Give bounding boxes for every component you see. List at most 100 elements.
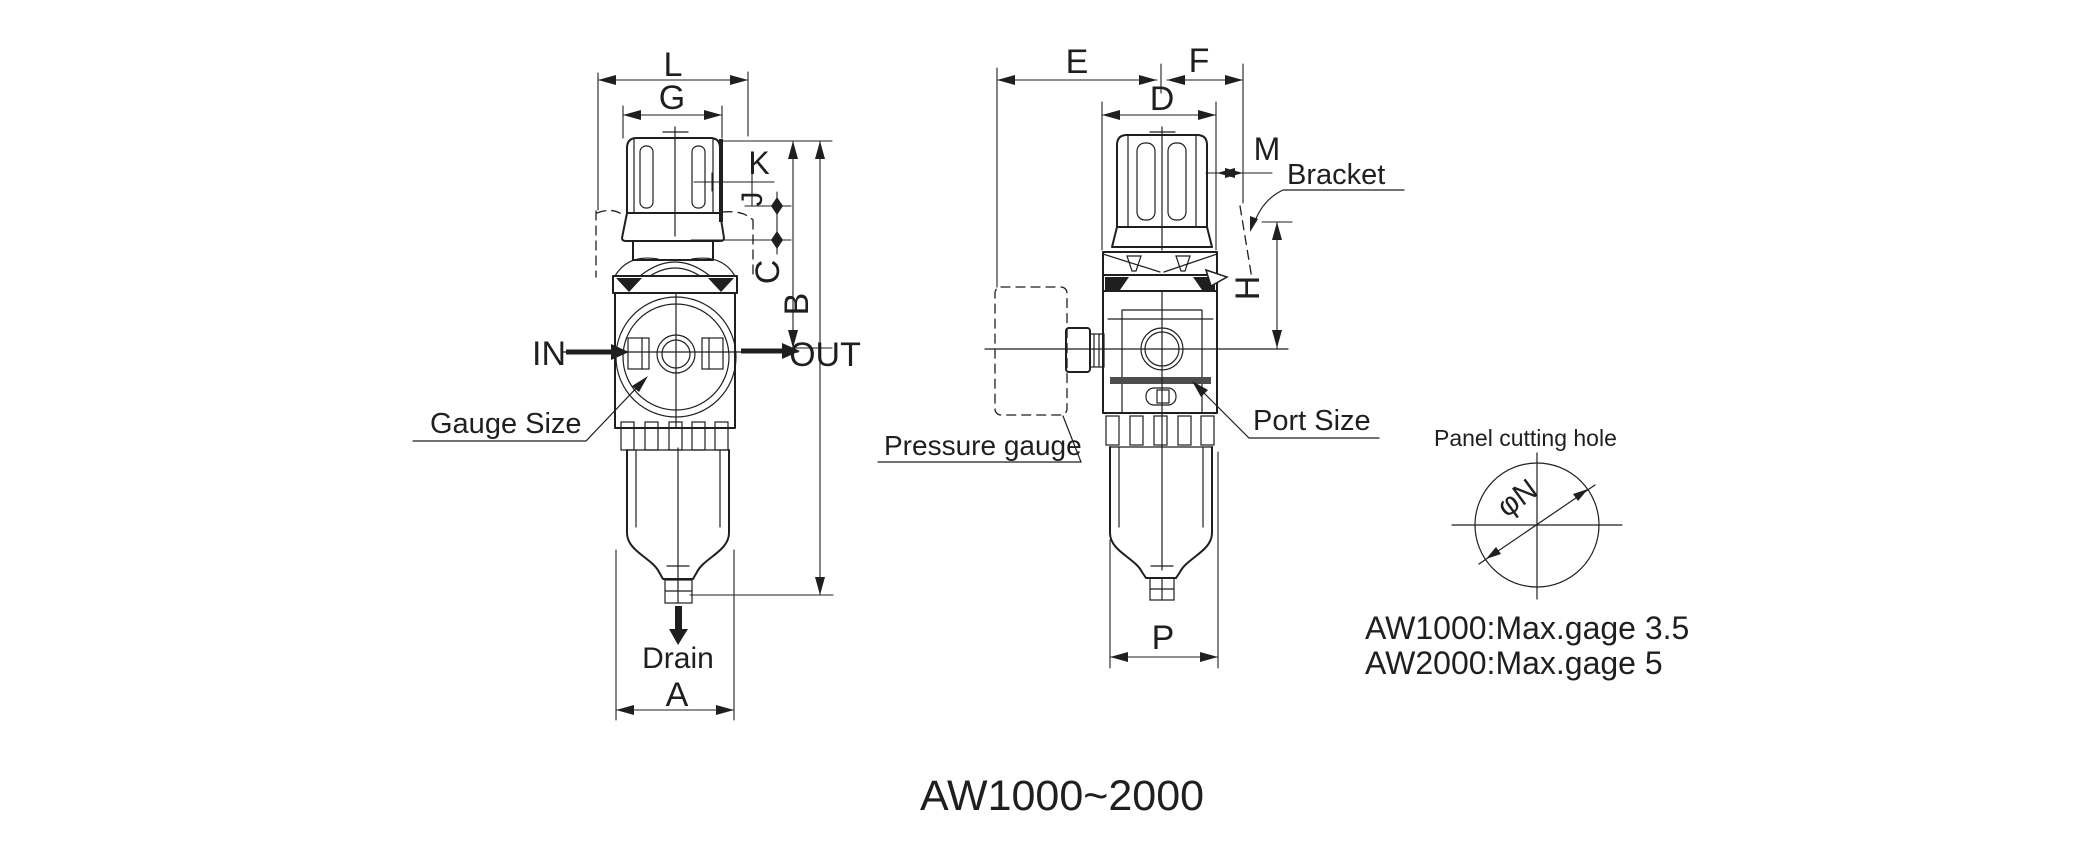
front-view: L G K J C B A IN OUT Drain Gauge Size [412,46,861,721]
dim-arrow [623,110,641,120]
gauge-size-leader [412,379,645,442]
bowl-centerline [666,447,690,579]
dim-arrow [1167,75,1185,85]
in-label: IN [532,335,566,373]
port-block-in [627,337,650,370]
port-thread-bar [1110,377,1211,384]
dim-label-M: M [1254,131,1281,167]
port-size-label: Port Size [1253,405,1371,437]
dim-K-lines [693,172,775,207]
port-size-leader-arrow [1192,381,1208,397]
side-view: E F D M H P Bracket Pressure gauge Port … [877,42,1405,669]
knob-skirt [1111,226,1213,248]
dim-label-P: P [1152,619,1175,657]
dim-label-H: H [1229,276,1267,301]
dim-arrow [716,705,734,715]
lock-nut-arcs [614,257,736,277]
bracket-leader-arrow [1250,216,1258,232]
regulator-body [614,292,736,429]
dim-label-B: B [778,293,816,316]
dim-label-E: E [1066,43,1089,81]
dim-diamond [771,197,783,215]
regulator-body [1102,290,1218,414]
dim-B-lines [689,140,834,596]
dim-label-K: K [748,145,769,181]
dim-arrow [1225,75,1243,85]
collar [632,240,714,261]
drain-valve-lines [664,579,693,604]
bracket-tab [1204,268,1229,288]
bonnet-funnel [1175,255,1191,272]
drawing-title: AW1000~2000 [920,772,1204,820]
knob-slot [1136,142,1156,221]
dim-C-lines [721,140,833,349]
note-aw2000: AW2000:Max.gage 5 [1365,645,1663,681]
gauge-size-leader-arrow [632,376,648,392]
drain-arrow-shaft [675,606,682,631]
knob-ribs [1127,134,1197,228]
bowl-outline [1109,446,1213,579]
dim-arrow [1139,75,1157,85]
dim-arrow [815,141,825,159]
dim-arrow [815,577,825,595]
heat-fins [1105,415,1215,446]
notes: AW1000:Max.gage 3.5 AW2000:Max.gage 5 [1365,610,1689,681]
gauge-port-thread [1089,333,1105,368]
drain-arrow-head [669,629,688,645]
knob-skirt [621,212,725,242]
bowl-inner-walls [635,449,721,528]
flange-seal-right [708,278,734,292]
knob-outline [1116,134,1208,228]
panel-cutting-hole-detail: Panel cutting hole φN [1434,425,1623,600]
drain-label: Drain [642,642,714,675]
bracket-leader [1253,189,1405,225]
pressure-gauge-label: Pressure gauge [884,430,1082,461]
centerline-top [662,126,689,237]
out-arrow-head [782,343,800,359]
dim-arrow [997,75,1015,85]
panel-nut-ghost-left [595,209,624,278]
in-arrow-head [611,344,629,360]
dim-label-C: C [749,260,787,285]
gauge-port-thread-lines [1093,333,1100,368]
dim-A-lines [615,549,735,721]
dim-arrow [788,141,798,159]
heat-fins [620,421,729,451]
knob-slot [691,145,706,209]
centerline-top [1149,126,1176,251]
dim-label-J: J [736,192,769,207]
dim-arrow [730,75,748,85]
dim-arrow [1272,222,1282,240]
body-slot-tab [1156,389,1170,404]
bowl-inner-walls [1118,446,1204,528]
bracket-hidden-line [1239,205,1253,280]
port-size-leader [1197,386,1380,439]
diameter-arrow [1573,489,1588,501]
out-label: OUT [789,336,861,374]
dim-label-A: A [666,676,689,714]
dim-arrow [1198,110,1216,120]
dim-arrow [616,705,634,715]
panel-nut-ghost-right [722,211,754,278]
flange-seal-left [616,278,642,292]
note-aw1000: AW1000:Max.gage 3.5 [1365,610,1689,646]
knob-slot [1167,142,1187,221]
bonnet-diagonals [1102,253,1218,273]
diameter-label: φN [1491,473,1544,524]
knob-slot [639,145,654,209]
dim-label-G: G [659,79,685,117]
dim-label-D: D [1150,80,1175,118]
bowl-outline [626,449,730,580]
bonnet-funnel [1126,255,1142,272]
dim-D-lines [1101,101,1217,251]
bracket-label: Bracket [1287,159,1385,191]
pressure-gauge-leader [877,415,1082,463]
dim-diamond [771,231,783,249]
dim-arrow [1102,110,1120,120]
dim-arrow [1225,168,1243,178]
pressure-gauge-ghost [994,286,1068,416]
flange-seal-left [1105,277,1129,290]
dim-arrow [1110,652,1128,662]
